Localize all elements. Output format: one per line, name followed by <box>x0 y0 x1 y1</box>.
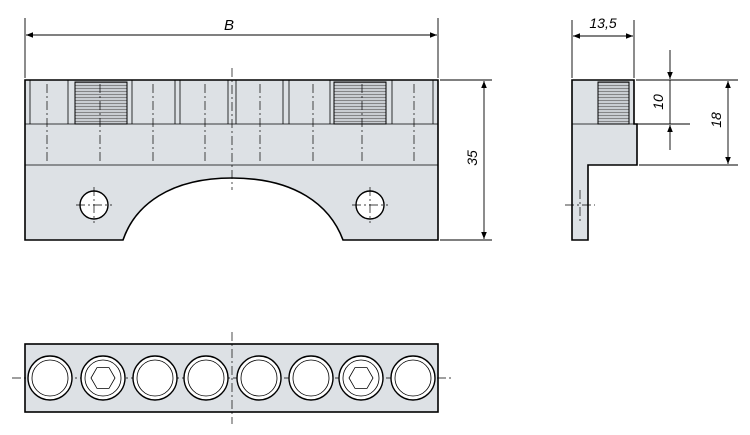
top-view <box>12 332 452 424</box>
bore-2 <box>80 355 126 401</box>
dimension-depth: 13,5 <box>571 15 635 78</box>
bore-5 <box>236 355 282 401</box>
bore-8 <box>390 355 436 401</box>
bore-4 <box>183 355 229 401</box>
thread-depth-label: 10 <box>650 94 666 110</box>
depth-label: 13,5 <box>589 15 616 31</box>
dimension-step-height: 18 <box>639 81 738 166</box>
dimension-height: 35 <box>440 79 492 241</box>
front-thread-right <box>333 81 387 125</box>
top-bore-holes <box>27 355 436 401</box>
width-label: B <box>224 17 234 34</box>
side-thread-insert <box>597 81 630 125</box>
side-view: 13,5 10 18 <box>565 15 738 241</box>
bore-7 <box>338 355 384 401</box>
bore-3 <box>132 355 178 401</box>
bore-1 <box>27 355 73 401</box>
hex-socket-icon <box>348 367 374 389</box>
front-segment-lines <box>29 80 434 124</box>
front-hole-centerlines <box>46 68 415 190</box>
front-mount-hole-centerlines <box>76 187 388 223</box>
step-height-label: 18 <box>708 112 724 128</box>
bore-6 <box>288 355 334 401</box>
front-view: B 35 <box>24 17 492 241</box>
front-thread-left <box>74 81 128 125</box>
dimension-thread-depth: 10 <box>636 50 738 150</box>
dimension-width: B <box>24 17 439 78</box>
height-label: 35 <box>464 150 480 166</box>
hex-socket-icon <box>90 367 116 389</box>
